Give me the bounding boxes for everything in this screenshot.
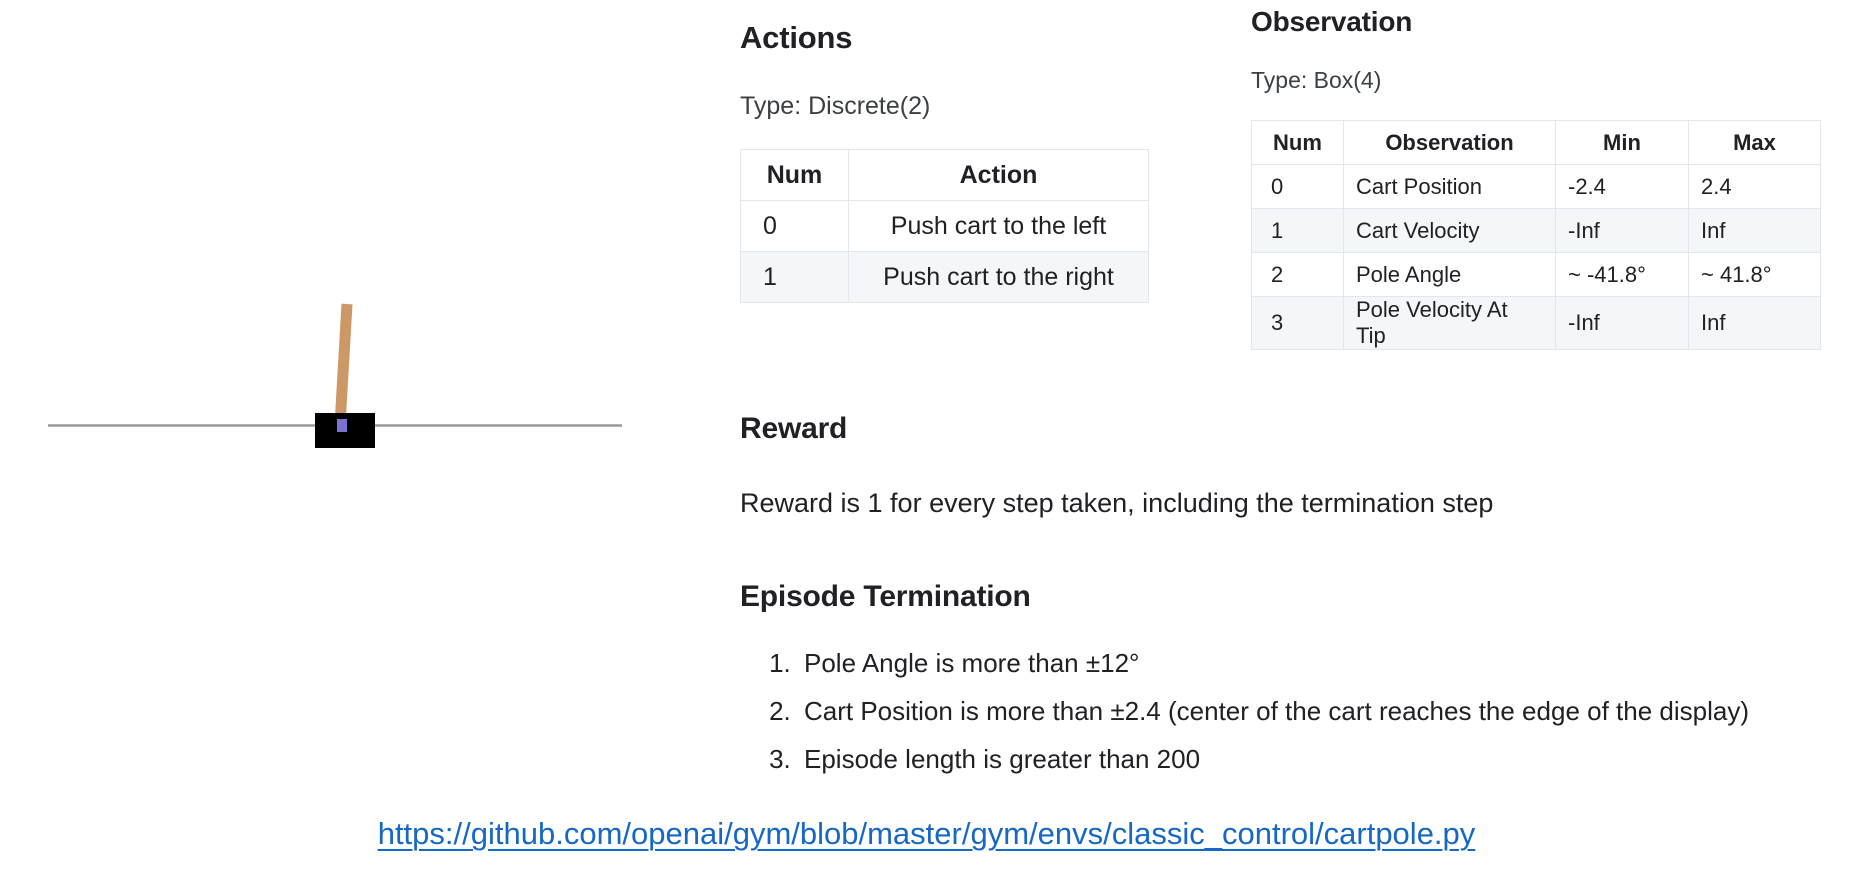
table-row: 0 Cart Position -2.4 2.4 [1251,164,1821,209]
observation-col-min: Min [1555,120,1689,165]
reward-heading: Reward [740,412,848,445]
observation-cell-min: -2.4 [1555,164,1689,209]
table-row: 0 Push cart to the left [740,200,1149,252]
observation-col-max: Max [1688,120,1821,165]
actions-section: Actions Type: Discrete(2) Num Action 0 P… [740,20,1149,303]
observation-cell-max: Inf [1688,296,1821,350]
actions-cell-action: Push cart to the left [848,200,1149,252]
actions-table: Num Action 0 Push cart to the left 1 Pus… [740,149,1149,303]
episode-termination-list: Pole Angle is more than ±12° Cart Positi… [740,648,1749,775]
episode-termination-section: Episode Termination Pole Angle is more t… [740,580,1749,792]
observation-cell-name: Pole Angle [1343,252,1556,297]
actions-type-line: Type: Discrete(2) [740,92,931,120]
observation-cell-max: 2.4 [1688,164,1821,209]
table-row: 1 Push cart to the right [740,251,1149,303]
list-item: Pole Angle is more than ±12° [798,648,1749,679]
observation-cell-num: 2 [1251,252,1344,297]
table-row: 3 Pole Velocity At Tip -Inf Inf [1251,296,1821,350]
observation-col-num: Num [1251,120,1344,165]
list-item: Episode length is greater than 200 [798,744,1749,775]
observation-cell-min: -Inf [1555,208,1689,253]
source-link-container: https://github.com/openai/gym/blob/maste… [0,816,1853,852]
observation-col-observation: Observation [1343,120,1556,165]
observation-cell-min: -Inf [1555,296,1689,350]
observation-cell-name: Cart Position [1343,164,1556,209]
observation-cell-name: Pole Velocity At Tip [1343,296,1556,350]
observation-cell-num: 1 [1251,208,1344,253]
actions-table-header-row: Num Action [740,149,1149,201]
cart-axle [337,419,347,432]
observation-table-header-row: Num Observation Min Max [1251,120,1821,165]
actions-cell-num: 1 [740,251,849,303]
actions-col-num: Num [740,149,849,201]
observation-cell-max: Inf [1688,208,1821,253]
observation-cell-max: ~ 41.8° [1688,252,1821,297]
actions-cell-num: 0 [740,200,849,252]
episode-termination-heading: Episode Termination [740,580,1031,613]
observation-table: Num Observation Min Max 0 Cart Position … [1251,120,1821,350]
reward-section: Reward Reward is 1 for every step taken,… [740,412,1493,519]
observation-cell-num: 3 [1251,296,1344,350]
source-code-link[interactable]: https://github.com/openai/gym/blob/maste… [377,816,1476,851]
observation-cell-name: Cart Velocity [1343,208,1556,253]
table-row: 2 Pole Angle ~ -41.8° ~ 41.8° [1251,252,1821,297]
table-row: 1 Cart Velocity -Inf Inf [1251,208,1821,253]
reward-description: Reward is 1 for every step taken, includ… [740,488,1494,518]
observation-heading: Observation [1251,6,1413,37]
list-item: Cart Position is more than ±2.4 (center … [798,696,1749,727]
cartpole-illustration [48,303,622,448]
observation-cell-num: 0 [1251,164,1344,209]
cartpole-figure [0,0,700,800]
actions-heading: Actions [740,20,853,55]
observation-type-line: Type: Box(4) [1251,67,1382,93]
observation-section: Observation Type: Box(4) Num Observation… [1251,6,1821,350]
actions-cell-action: Push cart to the right [848,251,1149,303]
actions-col-action: Action [848,149,1149,201]
observation-cell-min: ~ -41.8° [1555,252,1689,297]
pole [334,303,353,426]
